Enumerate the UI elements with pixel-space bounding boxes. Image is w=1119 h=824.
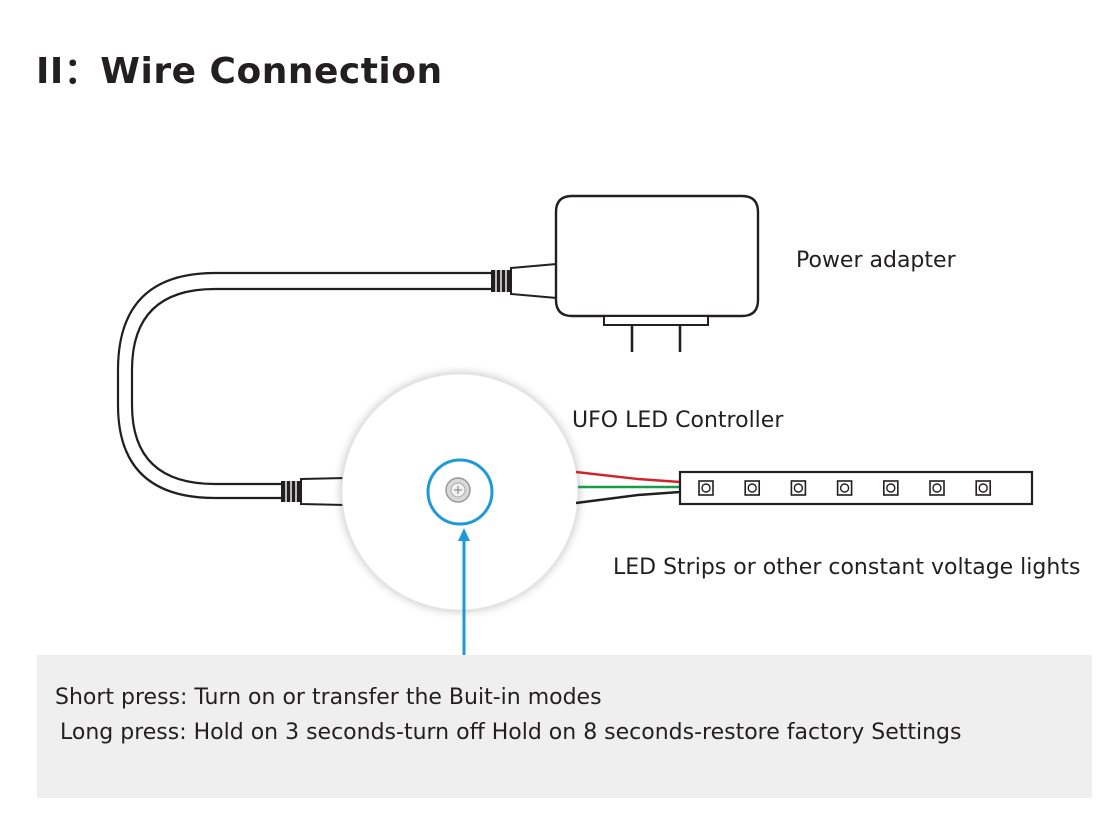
page-title: II：Wire Connection (36, 51, 443, 92)
power-adapter-label: Power adapter (796, 248, 956, 273)
led-strips-label: LED Strips or other constant voltage lig… (613, 555, 1081, 580)
led-chip-icon (698, 480, 714, 496)
led-chip-icon (744, 480, 761, 496)
output-wires (575, 470, 681, 505)
short-press-instruction: Short press: Turn on or transfer the Bui… (55, 685, 602, 710)
instructions-box: Short press: Turn on or transfer the Bui… (37, 655, 1092, 798)
led-chip-icon (790, 480, 807, 496)
adapter-plug-connector (491, 262, 558, 300)
button-pointer-arrow (458, 528, 470, 655)
power-cable (116, 271, 492, 500)
led-strip (678, 470, 1034, 506)
power-adapter (554, 194, 760, 352)
button-icon[interactable] (445, 477, 471, 503)
led-chip-icon (882, 480, 899, 496)
led-chip-icon (836, 480, 853, 496)
controller-plug-connector (281, 476, 346, 507)
led-chip-icon (975, 480, 992, 496)
controller-label: UFO LED Controller (572, 408, 784, 433)
long-press-instruction: Long press: Hold on 3 seconds-turn off H… (60, 720, 962, 745)
ufo-led-controller (341, 373, 579, 611)
led-chip-icon (929, 480, 945, 496)
led-chips (698, 480, 992, 496)
wire-red (575, 470, 681, 484)
wire-black (575, 490, 681, 505)
